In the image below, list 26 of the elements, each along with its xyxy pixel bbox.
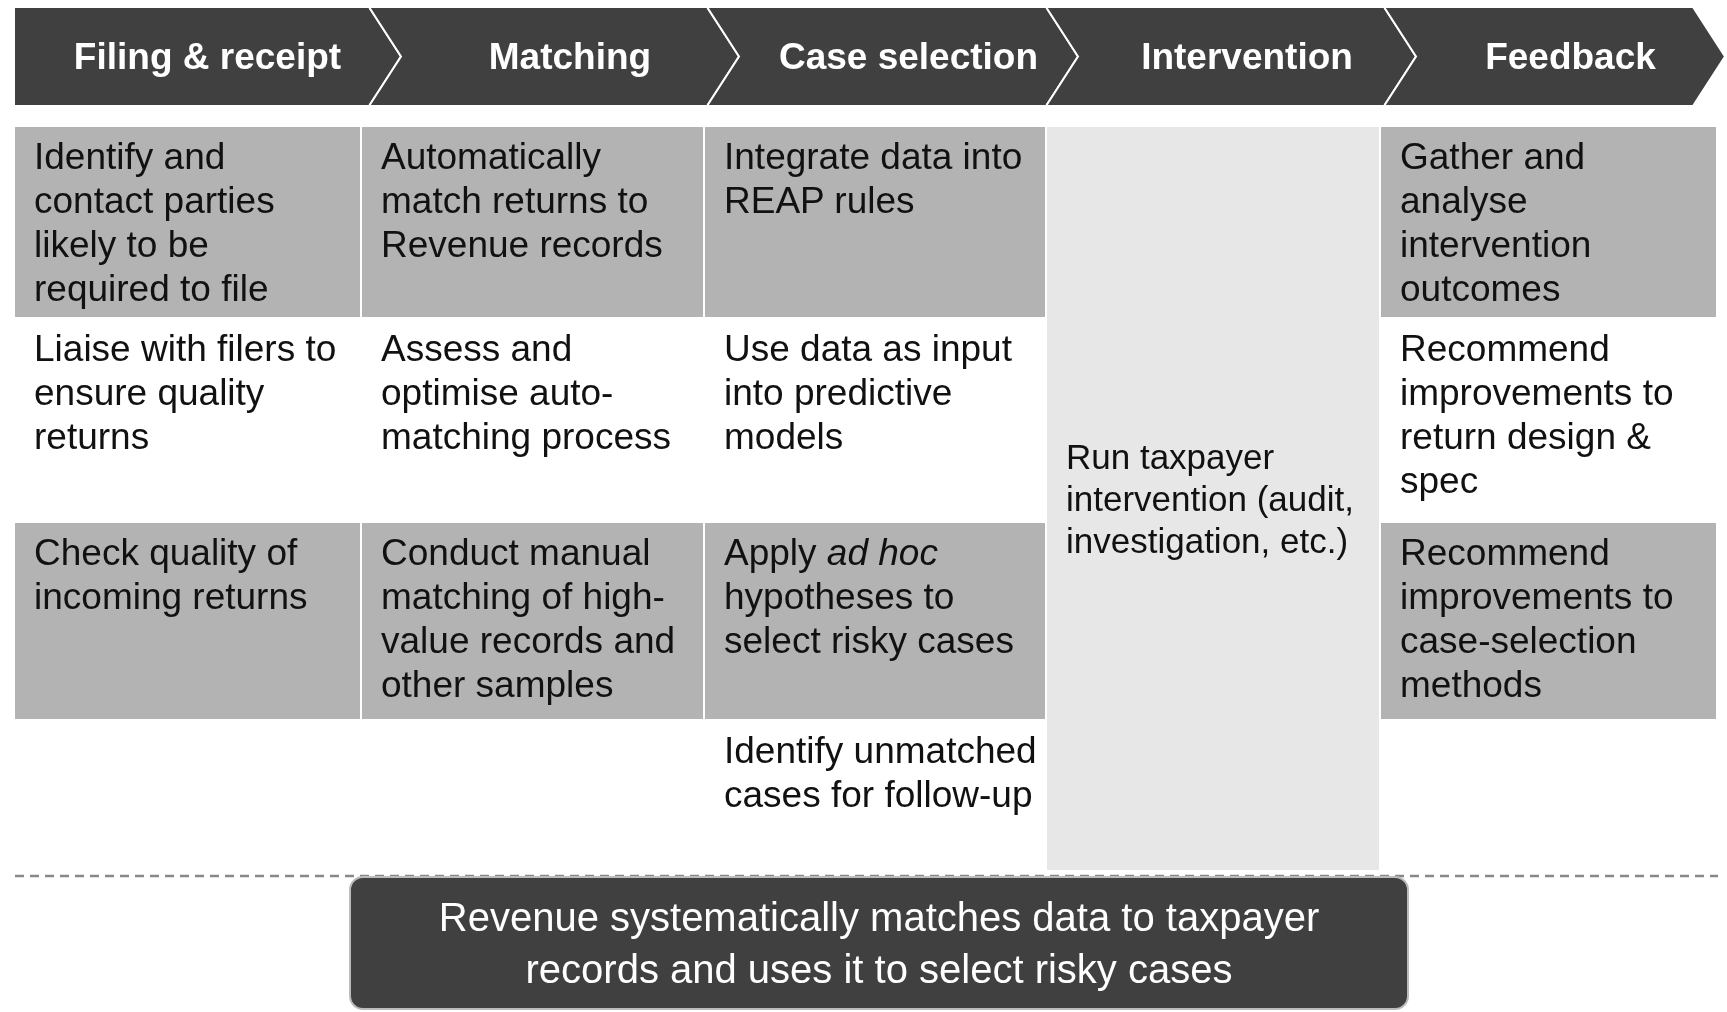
node-label: Liaise with filers to ensure quality returns (34, 328, 337, 457)
process-step-cell: Automatically match returns to Revenue records (362, 127, 703, 317)
node-label: Assess and optimise auto-matching process (381, 328, 671, 457)
stage-header: Matching (369, 7, 739, 106)
process-step-cell: Recommend improvements to case-selection methods (1381, 523, 1716, 719)
process-step-cell: Apply ad hoc hypotheses to select risky cases (705, 523, 1045, 719)
process-step-cell: Run taxpayer intervention (audit, investigation, etc.) (1047, 127, 1379, 870)
node-label: Identify unmatched cases for follow-up (724, 730, 1037, 815)
summary-box: Revenue systematically matches data to taxpayer records and uses it to select risky cases (349, 876, 1409, 1010)
process-step-cell: Integrate data into REAP rules (705, 127, 1045, 317)
node-label: Apply ad hoc hypotheses to select risky cases (724, 532, 1014, 661)
process-step-cell: Check quality of incoming returns (15, 523, 360, 719)
process-step-cell: Identify and contact parties likely to be required to file (15, 127, 360, 317)
node-label: Conduct manual matching of high-value records and other samples (381, 532, 676, 705)
node-label: Integrate data into REAP rules (724, 136, 1023, 221)
stage-header: Case selection (707, 7, 1078, 106)
node-label: Identify and contact parties likely to be required to file (34, 136, 275, 309)
process-step-cell: Gather and analyse intervention outcomes (1381, 127, 1716, 317)
node-label: Automatically match returns to Revenue records (381, 136, 663, 265)
node-label: Use data as input into predictive models (724, 328, 1012, 457)
node-label: Check quality of incoming returns (34, 532, 308, 617)
stage-header: Feedback (1384, 7, 1725, 106)
stage-header: Intervention (1046, 7, 1416, 106)
process-step-cell: Conduct manual matching of high-value records and other samples (362, 523, 703, 719)
stage-header: Filing & receipt (14, 7, 401, 106)
node-label: Recommend improvements to return design & spec (1400, 328, 1674, 501)
